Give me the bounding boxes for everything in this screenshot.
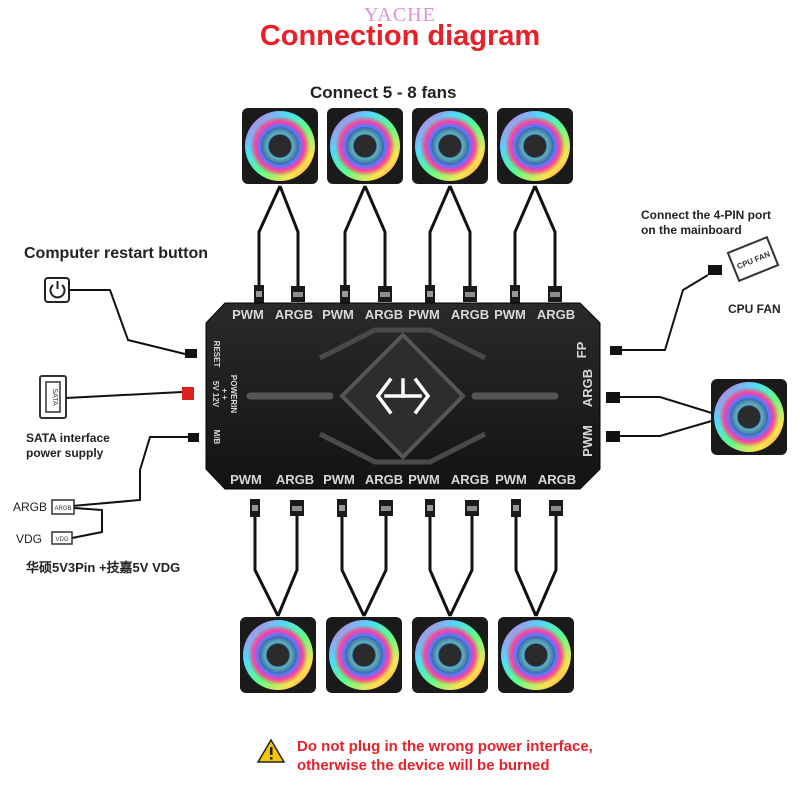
fp-connector xyxy=(610,346,622,355)
port-label: PWM xyxy=(408,472,440,487)
hub-logo-icon xyxy=(375,377,431,415)
top-wires xyxy=(257,185,557,288)
restart-button-label: Computer restart button xyxy=(24,245,208,262)
sata-label-line-2: power supply xyxy=(26,446,104,460)
port-label: PWM xyxy=(495,472,527,487)
mb-connector xyxy=(188,433,199,442)
port-label-powerin: POWERIN xyxy=(229,375,238,413)
vdg-wire xyxy=(71,507,103,539)
argb-side-connector-icon: ARGB xyxy=(51,499,75,515)
side-fan-wire-pwm xyxy=(620,419,716,437)
port-label-fp: FP xyxy=(574,341,589,358)
port-label-pwm: PWM xyxy=(580,425,595,457)
vdg-side-label: VDG xyxy=(16,532,43,546)
fan-bottom-2 xyxy=(325,616,403,694)
fan-bottom-3 xyxy=(411,616,489,694)
cpu-fan-label: CPU FAN xyxy=(728,302,781,316)
port-label-reset: RESET xyxy=(212,341,221,368)
port-label: ARGB xyxy=(365,472,403,487)
top-connectors xyxy=(254,285,562,303)
fan-top-3 xyxy=(411,107,489,185)
fan-top-1 xyxy=(241,107,319,185)
sata-label: SATA interface power supply xyxy=(26,431,110,461)
port-label: ARGB xyxy=(538,472,576,487)
cpu-fan-plug xyxy=(708,265,722,275)
vdg-icon-text: VDG xyxy=(55,537,68,543)
port-label: PWM xyxy=(232,307,264,322)
watermark: YACHE xyxy=(364,4,436,26)
page-title: Connection diagram xyxy=(259,20,541,52)
side-argb-connector xyxy=(606,392,620,403)
port-label: ARGB xyxy=(451,472,489,487)
restart-button-icon xyxy=(44,277,70,303)
port-label: PWM xyxy=(323,472,355,487)
side-fan-wire-argb xyxy=(620,396,716,415)
vdg-side-connector-icon: VDG xyxy=(51,531,73,545)
restart-wire xyxy=(69,289,186,355)
warning-line-1: Do not plug in the wrong power interface… xyxy=(297,738,593,755)
top-fans xyxy=(241,107,574,185)
port-label: PWM xyxy=(230,472,262,487)
sata-icon-text: SATA xyxy=(51,388,58,406)
port-label: ARGB xyxy=(537,307,575,322)
port-label: PWM xyxy=(494,307,526,322)
port-label: ARGB xyxy=(451,307,489,322)
warning-text: Do not plug in the wrong power interface… xyxy=(297,737,593,775)
mb-wire xyxy=(71,436,188,507)
hub-right-port-labels: FP ARGB PWM xyxy=(574,341,595,457)
bottom-connectors xyxy=(250,499,563,517)
port-label-polarity: + + xyxy=(220,388,229,400)
bottom-wires xyxy=(253,515,558,617)
side-pwm-connector xyxy=(606,431,620,442)
fan-top-4 xyxy=(496,107,574,185)
mainboard-label-line-1: Connect the 4-PIN port xyxy=(641,208,772,222)
port-label-argb: ARGB xyxy=(580,369,595,407)
hub-top-port-labels: PWM ARGB PWM ARGB PWM ARGB PWM ARGB xyxy=(232,307,575,322)
sata-connector-icon: SATA xyxy=(39,375,67,419)
port-label: ARGB xyxy=(275,307,313,322)
port-label: ARGB xyxy=(276,472,314,487)
fans-subtitle: Connect 5 - 8 fans xyxy=(310,83,457,102)
fan-hub xyxy=(205,302,601,490)
port-label: PWM xyxy=(408,307,440,322)
warning-line-2: otherwise the device will be burned xyxy=(297,757,550,774)
fan-bottom-1 xyxy=(239,616,317,694)
sata-label-line-1: SATA interface xyxy=(26,431,110,445)
argb-icon-text: ARGB xyxy=(54,506,71,512)
power-connector xyxy=(182,387,194,400)
port-label: ARGB xyxy=(365,307,403,322)
chinese-note: 华硕5V3Pin +技嘉5V VDG xyxy=(26,560,181,575)
hub-bottom-port-labels: PWM ARGB PWM ARGB PWM ARGB PWM ARGB xyxy=(230,472,576,487)
mainboard-label: Connect the 4-PIN port on the mainboard xyxy=(641,208,771,238)
fan-side xyxy=(710,378,788,456)
bottom-fans xyxy=(239,616,575,694)
warning-icon xyxy=(256,738,286,763)
cpu-fan-wire xyxy=(622,274,709,351)
port-label-mb: M/B xyxy=(212,430,221,445)
fan-top-2 xyxy=(326,107,404,185)
port-label-voltage: 5V 12V xyxy=(211,381,220,408)
sata-wire xyxy=(65,391,183,399)
reset-connector xyxy=(185,349,197,358)
cpu-fan-header-icon: CPU FAN xyxy=(726,235,780,283)
fan-bottom-4 xyxy=(497,616,575,694)
hub-left-port-labels: RESET POWERIN + + 5V 12V M/B xyxy=(211,341,238,445)
argb-side-label: ARGB xyxy=(13,500,48,514)
mainboard-label-line-2: on the mainboard xyxy=(641,223,742,237)
port-label: PWM xyxy=(322,307,354,322)
